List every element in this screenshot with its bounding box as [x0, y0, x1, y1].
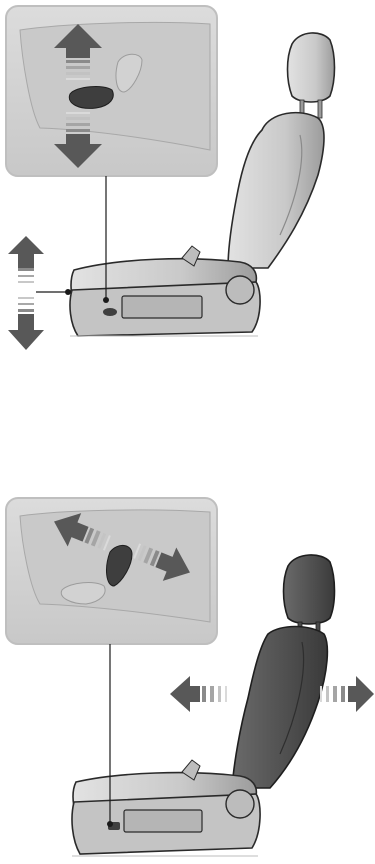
- double-arrow-left-right-icon: [170, 676, 227, 712]
- backrest-highlighted: [232, 627, 327, 789]
- headrest-highlighted: [284, 555, 335, 638]
- double-arrow-left-right-icon: [320, 676, 374, 712]
- switch-detail-panel: [6, 6, 217, 176]
- backrest-recline-figure: [0, 492, 375, 864]
- callout-leader-line: [36, 289, 71, 295]
- backrest: [228, 113, 324, 268]
- headrest: [288, 33, 335, 118]
- backrest-recline-illustration: [0, 492, 375, 864]
- double-arrow-up-down-icon: [8, 236, 44, 350]
- seat-height-figure: [0, 0, 375, 372]
- switch-detail-panel: [6, 498, 217, 644]
- seat-height-illustration: [0, 0, 375, 372]
